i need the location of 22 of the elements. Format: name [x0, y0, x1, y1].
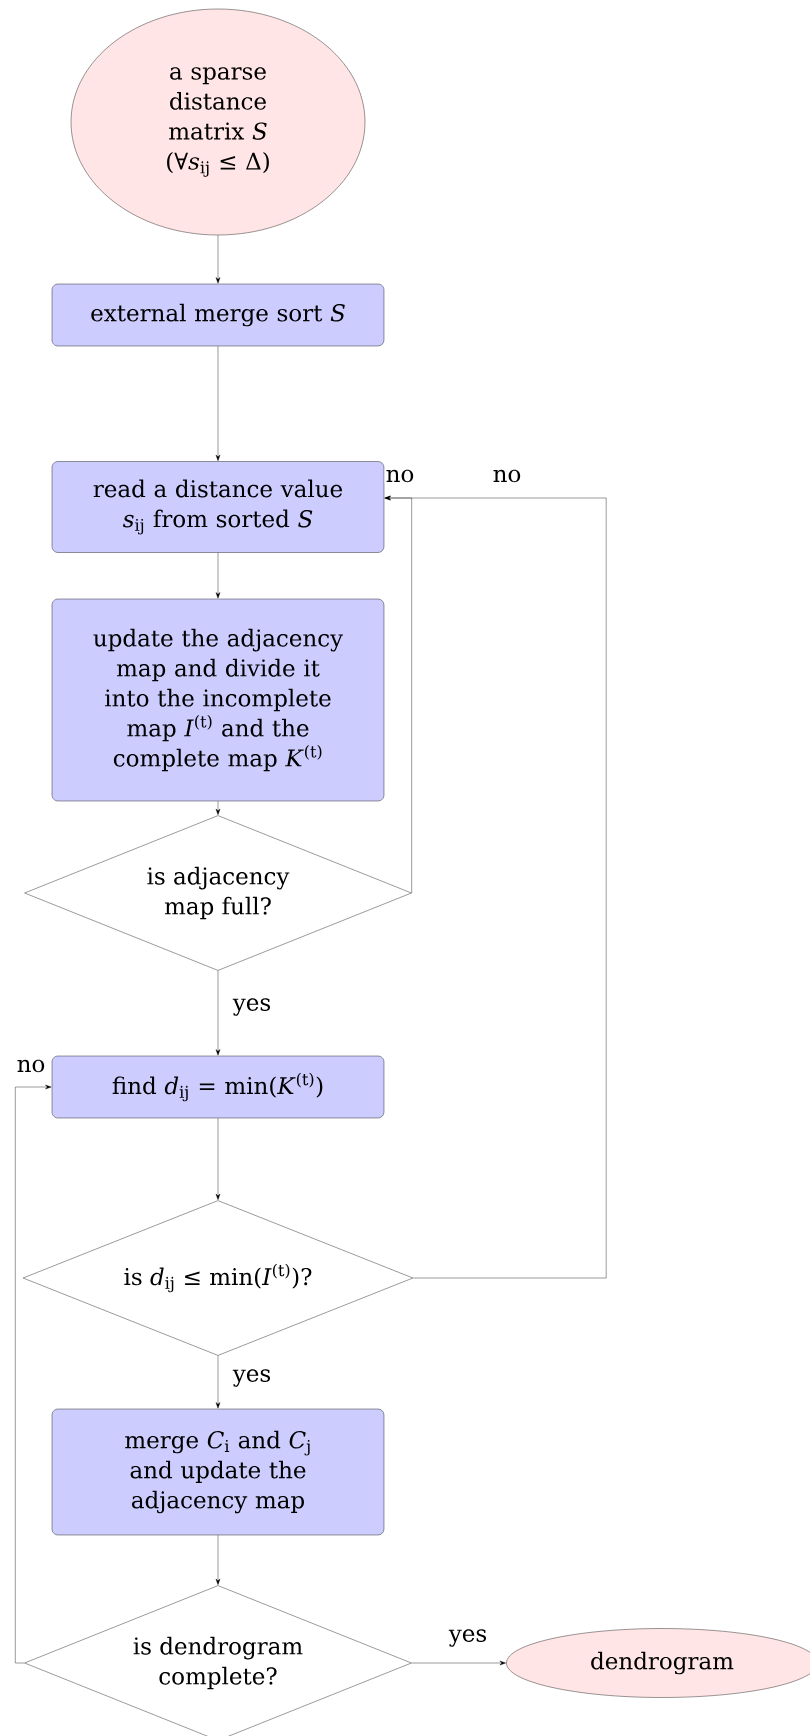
arrow: [15, 1084, 52, 1664]
edge-label: no: [384, 468, 416, 484]
process-box: merge C$_{i}$ and C$_{j}$ and update the adjacency map: [51, 1408, 385, 1536]
arrow: [215, 1355, 221, 1409]
arrow: [215, 552, 221, 599]
process-box: external merge sort S: [51, 283, 385, 347]
process-box: read a distance value s$_{ij}$ from sorted S: [51, 461, 385, 553]
process-box: update the adjacency map and divide it into the incomplete map I$^{(t)}$ and the complete map K$^{(t)}$: [51, 598, 385, 802]
edge-label: yes: [231, 997, 273, 1017]
arrow: [215, 1535, 221, 1585]
edge-label: yes: [447, 1628, 489, 1648]
arrow: [384, 495, 607, 1279]
edge-label: yes: [231, 1368, 273, 1388]
arrow: [215, 346, 221, 461]
arrow: [215, 235, 221, 284]
process-box: find d$_{ij}$ = min(K$^{(t)}$): [51, 1055, 385, 1119]
edge-label: no: [15, 1058, 47, 1074]
arrow: [215, 1118, 221, 1200]
arrow: [411, 1660, 506, 1666]
arrow: [215, 801, 221, 815]
edge-label: no: [491, 468, 523, 484]
arrow: [215, 970, 221, 1056]
